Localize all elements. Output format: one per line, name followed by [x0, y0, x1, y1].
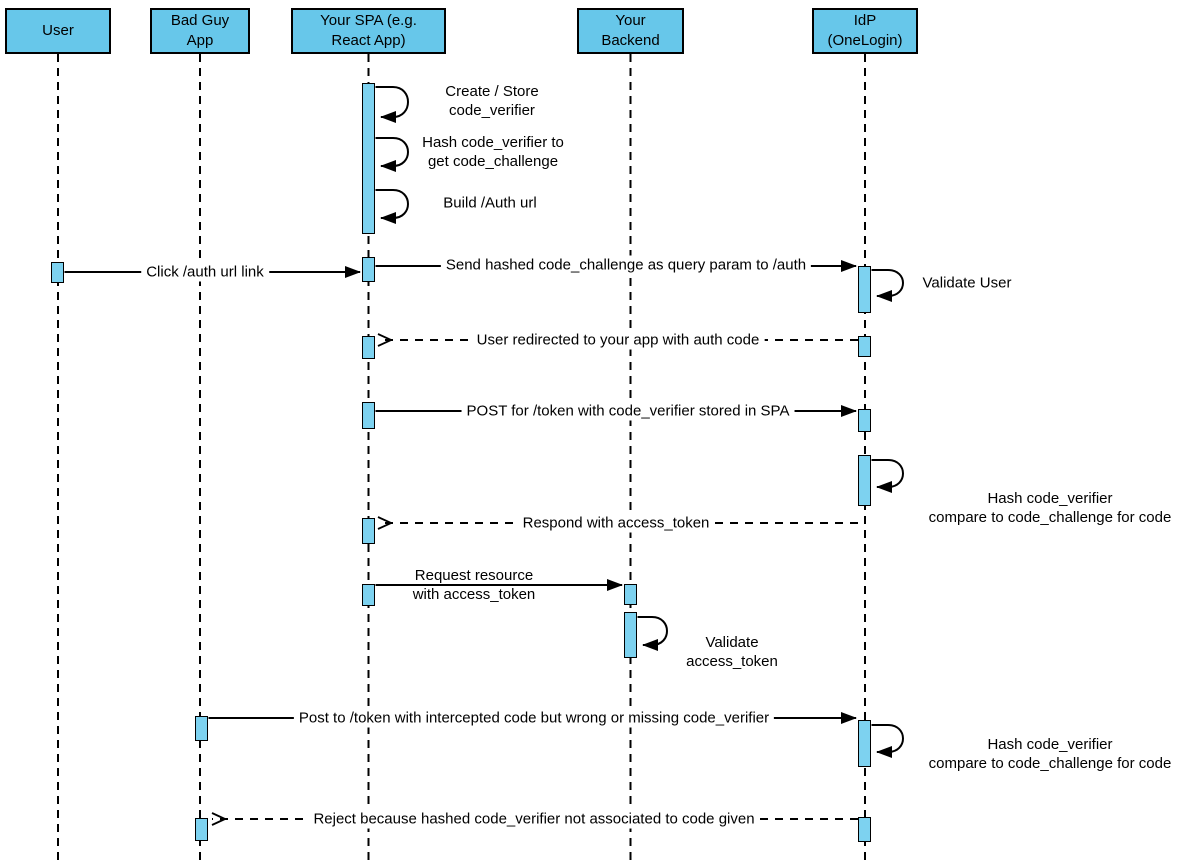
activation-spa-send-auth [362, 257, 375, 282]
label-create-store-verifier: Create / Store code_verifier [445, 83, 539, 119]
activation-backend-validate [624, 612, 637, 658]
actor-user-label: User [42, 22, 74, 40]
label-request-resource: Request resource with access_token [412, 567, 536, 603]
actor-bad-guy-app-label: Bad Guy App [170, 12, 230, 49]
label-send-code-challenge: Send hashed code_challenge as query para… [440, 255, 812, 275]
activation-spa-post-token [362, 402, 375, 429]
self-arrow-hash-verifier [375, 137, 409, 172]
actor-spa: Your SPA (e.g. React App) [291, 8, 446, 54]
actor-bad-guy-app: Bad Guy App [150, 8, 250, 54]
label-build-auth-url: Build /Auth url [443, 194, 537, 212]
label-post-intercepted-code: Post to /token with intercepted code but… [293, 708, 775, 728]
actor-backend-label: Your Backend [601, 12, 660, 49]
actor-idp: IdP (OneLogin) [812, 8, 918, 54]
label-hash-verifier: Hash code_verifier to get code_challenge [422, 134, 564, 170]
self-arrow-create-store-verifier [375, 86, 409, 123]
activation-idp-receive-token [858, 409, 871, 432]
self-arrow-validate-user [871, 269, 904, 302]
self-arrow-validate-access-token [637, 616, 668, 651]
label-hash-compare-1: Hash code_verifier compare to code_chall… [928, 490, 1172, 526]
label-validate-access-token: Validate access_token [686, 634, 778, 670]
activation-idp-redirect [858, 336, 871, 357]
activation-badguy-post [195, 716, 208, 741]
label-post-for-token: POST for /token with code_verifier store… [461, 401, 795, 421]
actor-backend: Your Backend [577, 8, 684, 54]
activation-spa-request-resource [362, 584, 375, 606]
label-hash-compare-2: Hash code_verifier compare to code_chall… [928, 736, 1172, 772]
activation-idp-validate-user [858, 266, 871, 313]
activation-idp-hash-verify-2 [858, 720, 871, 767]
actor-spa-label: Your SPA (e.g. React App) [320, 12, 417, 49]
activation-badguy-reject [195, 818, 208, 841]
self-arrow-build-auth-url [375, 189, 409, 224]
actor-idp-label: IdP (OneLogin) [827, 12, 903, 49]
activation-spa-init [362, 83, 375, 234]
activation-backend-receive [624, 584, 637, 605]
label-click-auth-url: Click /auth url link [141, 262, 269, 282]
activation-idp-hash-verify [858, 455, 871, 506]
actor-user: User [5, 8, 111, 54]
self-arrow-hash-compare-2 [871, 724, 904, 758]
self-arrow-hash-compare-1 [871, 459, 904, 493]
activation-idp-reject [858, 817, 871, 842]
activation-user-click [51, 262, 64, 283]
label-reject: Reject because hashed code_verifier not … [308, 809, 760, 829]
activation-spa-access-token [362, 518, 375, 544]
label-respond-access-token: Respond with access_token [517, 513, 715, 533]
activation-spa-redirect [362, 336, 375, 359]
label-validate-user: Validate User [922, 274, 1012, 292]
label-user-redirected: User redirected to your app with auth co… [471, 330, 765, 350]
